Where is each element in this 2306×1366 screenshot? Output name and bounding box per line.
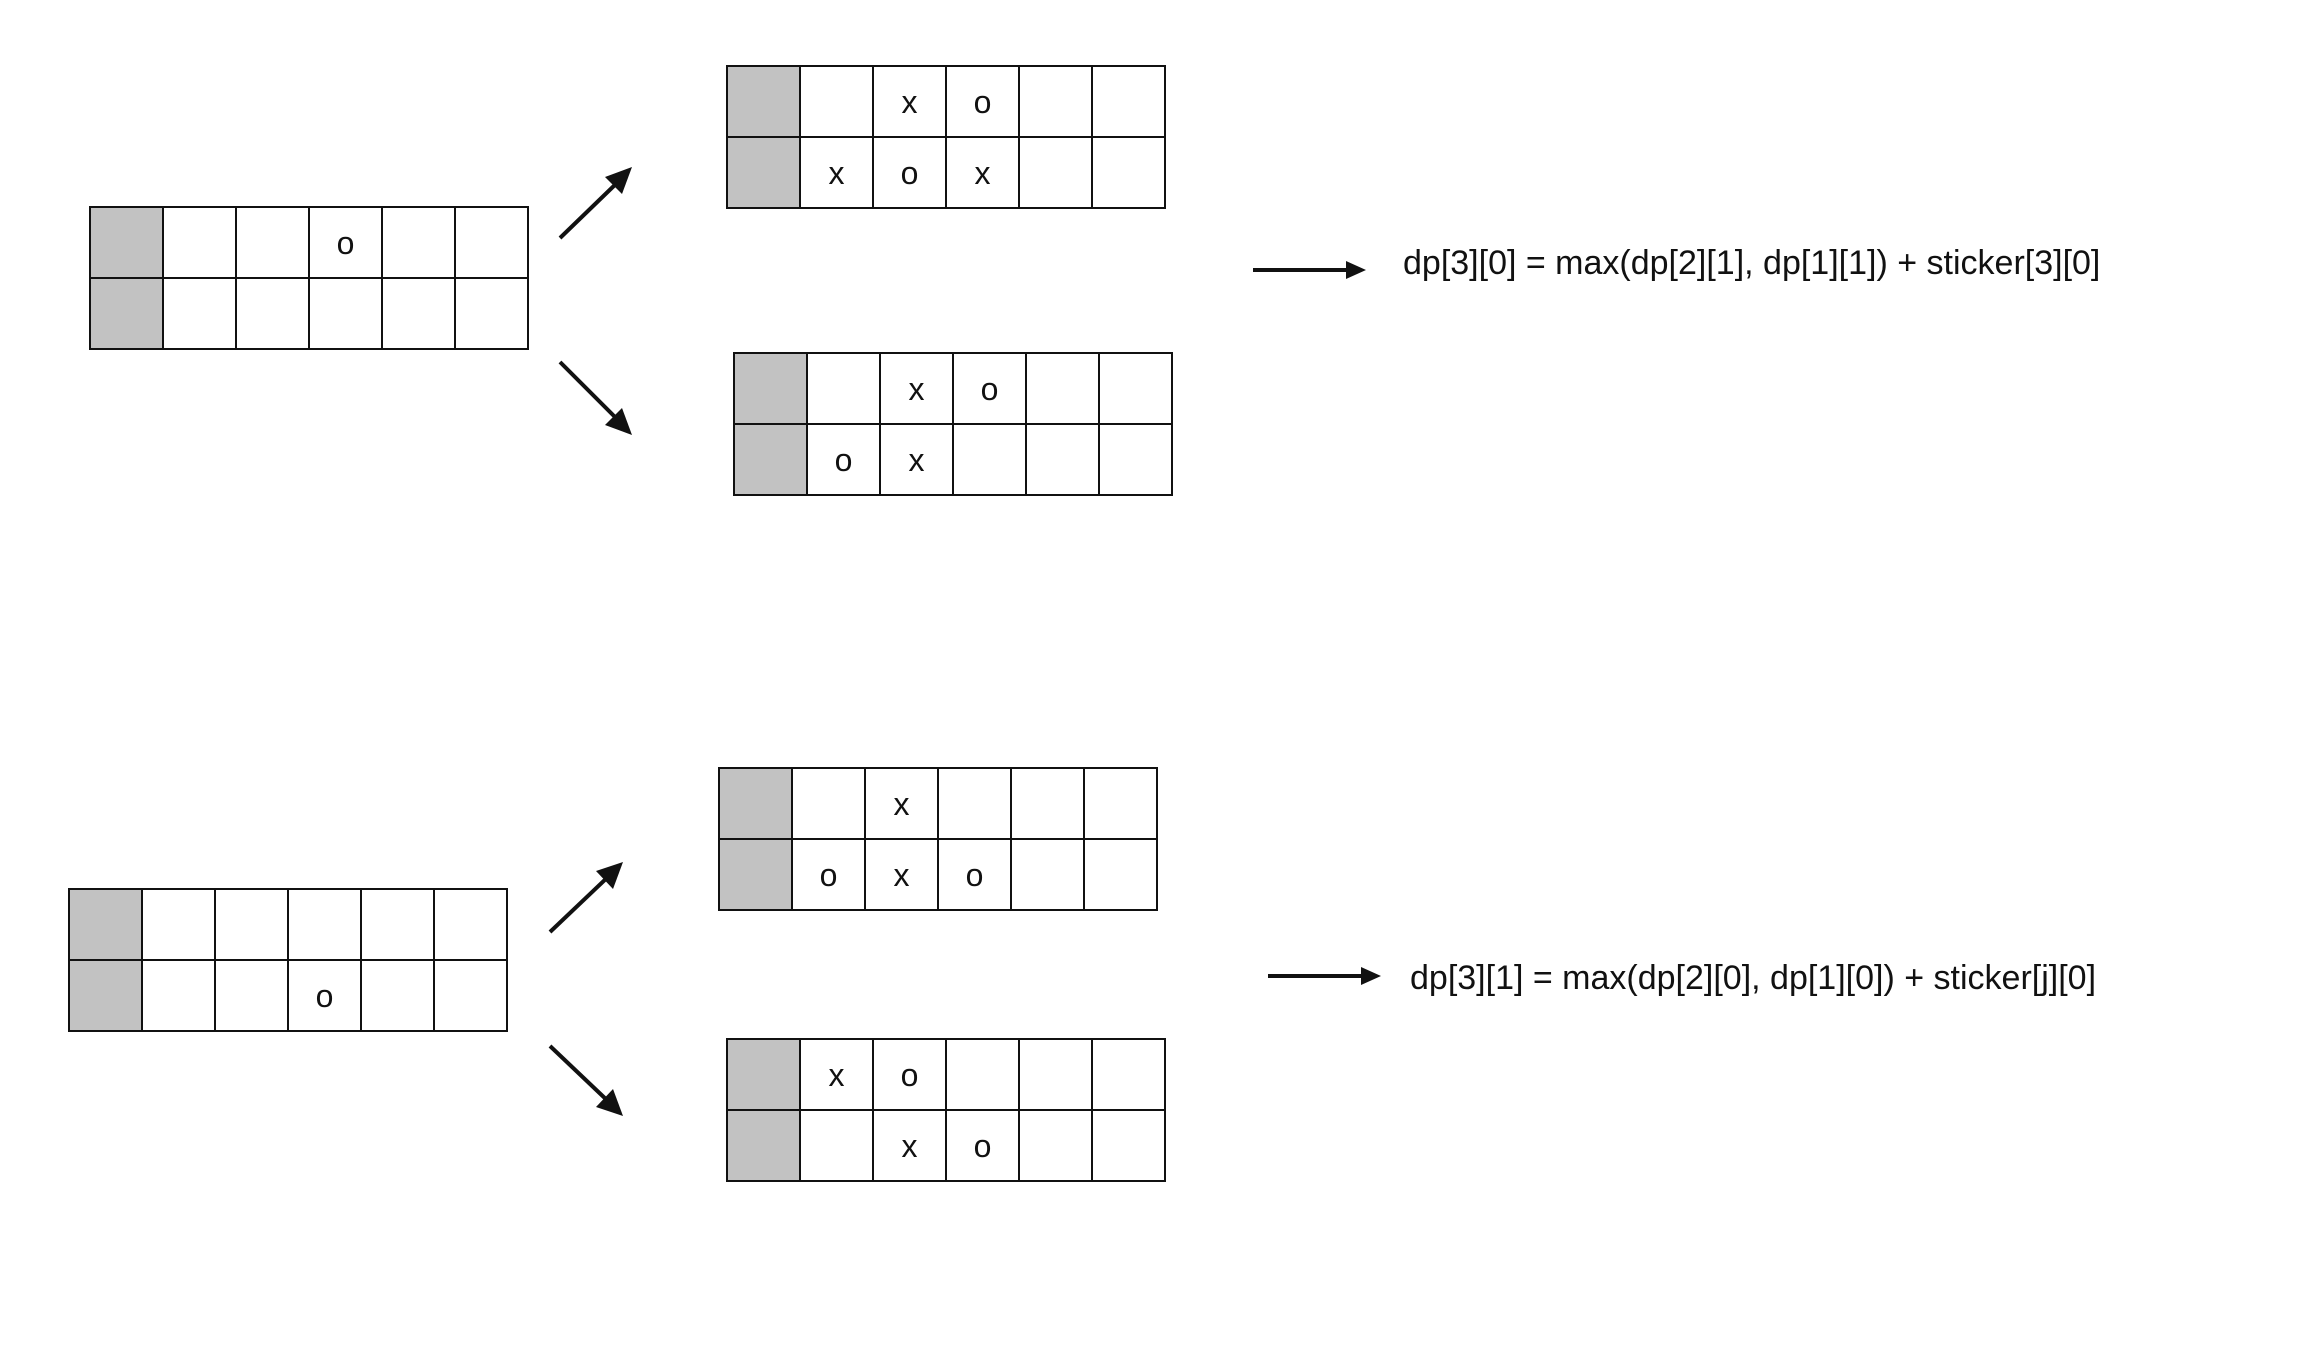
- top-formula: dp[3][0] = max(dp[2][1], dp[1][1]) + sti…: [1403, 244, 2101, 282]
- board-cell: [362, 890, 435, 961]
- board-cell: [1020, 138, 1093, 209]
- board-cell: x: [881, 425, 954, 496]
- board-cell: [1093, 1111, 1166, 1182]
- board-cell: [801, 67, 874, 138]
- board-cell: [237, 279, 310, 350]
- board-cell: [808, 354, 881, 425]
- board-cell: [1012, 769, 1085, 840]
- board-cell: [728, 67, 801, 138]
- board-cell: [383, 279, 456, 350]
- board-cell: [456, 208, 529, 279]
- board-cell: x: [866, 769, 939, 840]
- bottom-upper-board: x o x o: [718, 767, 1158, 911]
- board-cell: [1093, 138, 1166, 209]
- top-upper-board: x o x o x: [726, 65, 1166, 209]
- board-cell: [1100, 354, 1173, 425]
- board-cell: [1020, 1040, 1093, 1111]
- board-cell: [289, 890, 362, 961]
- board-cell: [143, 890, 216, 961]
- board-cell: [939, 769, 1012, 840]
- board-cell: [720, 840, 793, 911]
- board-cell: [1027, 354, 1100, 425]
- board-cell: o: [939, 840, 1012, 911]
- board-cell: o: [947, 1111, 1020, 1182]
- board-cell: o: [874, 138, 947, 209]
- board-cell: [70, 961, 143, 1032]
- bottom-source-board: o: [68, 888, 508, 1032]
- board-cell: [310, 279, 383, 350]
- board-cell: [435, 890, 508, 961]
- board-cell: [91, 208, 164, 279]
- board-cell: [1093, 1040, 1166, 1111]
- board-cell: [728, 1040, 801, 1111]
- board-cell: [735, 425, 808, 496]
- board-cell: o: [289, 961, 362, 1032]
- bottom-formula: dp[3][1] = max(dp[2][0], dp[1][0]) + sti…: [1410, 959, 2097, 997]
- board-cell: x: [801, 138, 874, 209]
- board-cell: o: [954, 354, 1027, 425]
- board-cell: [143, 961, 216, 1032]
- board-cell: x: [874, 67, 947, 138]
- board-cell: x: [947, 138, 1020, 209]
- top-source-board: o: [89, 206, 529, 350]
- board-cell: x: [874, 1111, 947, 1182]
- board-cell: [91, 279, 164, 350]
- board-cell: x: [866, 840, 939, 911]
- board-cell: [728, 138, 801, 209]
- board-cell: [1020, 67, 1093, 138]
- top-lower-board: x o o x: [733, 352, 1173, 496]
- bottom-lower-board: x o x o: [726, 1038, 1166, 1182]
- board-cell: [1100, 425, 1173, 496]
- board-cell: [1093, 67, 1166, 138]
- board-cell: [793, 769, 866, 840]
- board-cell: [1020, 1111, 1093, 1182]
- board-cell: o: [874, 1040, 947, 1111]
- board-cell: [362, 961, 435, 1032]
- board-cell: [947, 1040, 1020, 1111]
- board-cell: [456, 279, 529, 350]
- board-cell: o: [947, 67, 1020, 138]
- board-cell: [728, 1111, 801, 1182]
- board-cell: [383, 208, 456, 279]
- board-cell: [954, 425, 1027, 496]
- board-cell: [70, 890, 143, 961]
- board-cell: [435, 961, 508, 1032]
- board-cell: o: [793, 840, 866, 911]
- board-cell: [1012, 840, 1085, 911]
- board-cell: o: [808, 425, 881, 496]
- board-cell: o: [310, 208, 383, 279]
- board-cell: x: [801, 1040, 874, 1111]
- board-cell: x: [881, 354, 954, 425]
- board-cell: [735, 354, 808, 425]
- board-cell: [1085, 769, 1158, 840]
- board-cell: [801, 1111, 874, 1182]
- board-cell: [216, 890, 289, 961]
- board-cell: [1027, 425, 1100, 496]
- board-cell: [237, 208, 310, 279]
- board-cell: [164, 208, 237, 279]
- board-cell: [164, 279, 237, 350]
- board-cell: [216, 961, 289, 1032]
- board-cell: [720, 769, 793, 840]
- board-cell: [1085, 840, 1158, 911]
